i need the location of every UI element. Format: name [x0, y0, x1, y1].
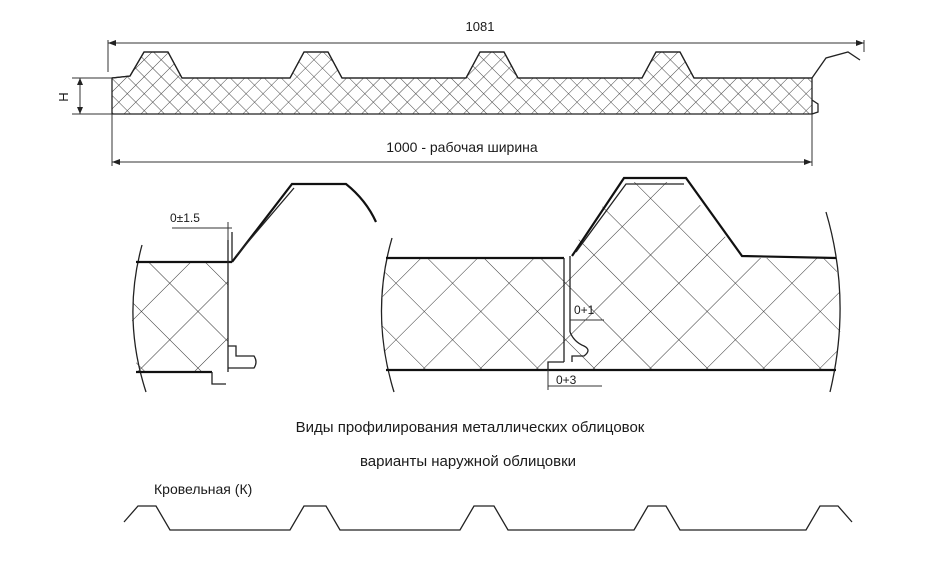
total-width-label: 1081 — [466, 19, 495, 34]
tolerance-joint-bottom-label: 0+3 — [556, 373, 577, 387]
working-width-dimension: 1000 - рабочая ширина — [111, 114, 813, 166]
tolerance-left-label: 0±1.5 — [170, 211, 200, 225]
detail-left-joint: 0±1.5 — [132, 182, 378, 393]
panel-core — [111, 51, 813, 115]
caption-outer-facing: варианты наружной облицовки — [360, 453, 576, 470]
total-width-dimension: 1081 — [107, 19, 865, 72]
working-width-label: 1000 - рабочая ширина — [386, 139, 538, 155]
roofing-profile-shape — [123, 505, 853, 531]
tolerance-joint-top-label: 0+1 — [574, 303, 595, 317]
profile-label-roofing: Кровельная (К) — [154, 481, 252, 497]
detail-right-joint: 0+1 0+3 — [380, 176, 841, 393]
height-dimension: H — [56, 77, 112, 115]
height-label: H — [56, 92, 71, 101]
caption-profiling-types: Виды профилирования металлических облицо… — [296, 419, 645, 436]
panel-overview: 1081 H 1000 - рабочая ширина — [56, 19, 865, 166]
